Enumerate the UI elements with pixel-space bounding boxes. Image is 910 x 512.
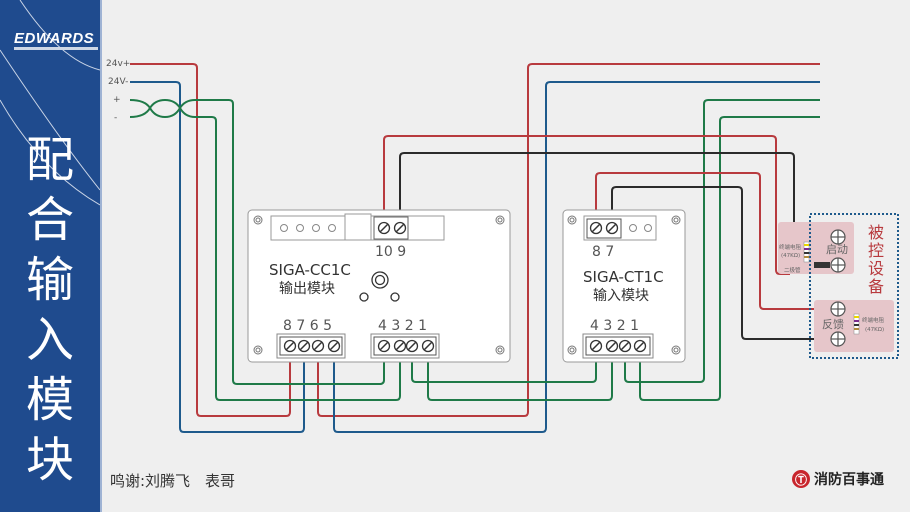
cc1c-top-terminal-labels: 10 9 [375, 244, 406, 260]
resistor-value-2: (47KΩ) [865, 327, 884, 333]
ct1c-model: SIGA-CT1C [583, 268, 664, 286]
ct1c-bottom-labels: 4 3 2 1 [590, 318, 639, 334]
title-char: 模 [25, 372, 74, 428]
fire-hydrant-icon: Ⓣ [792, 470, 810, 488]
resistor-label-1: 终端电阻 [779, 243, 802, 251]
cc1c-name: 输出模块 [279, 281, 335, 297]
title-char: 合 [25, 192, 74, 248]
label-signal-plus: + [113, 95, 121, 105]
sidebar-edge [100, 0, 102, 512]
resistor-value-1: (47KΩ) [781, 253, 800, 259]
label-24v-minus: 24V- [108, 77, 128, 87]
cc1c-bottom-right-labels: 4 3 2 1 [378, 318, 427, 334]
credit-text: 鸣谢:刘腾飞 表哥 [110, 472, 236, 490]
wire-ct1c-7 [611, 186, 832, 340]
wire-signal-twist-2 [129, 99, 401, 401]
feedback-label: 反馈 [822, 318, 844, 331]
wire-cc1c-10 [383, 135, 790, 275]
wire-24v-minus-right [333, 81, 820, 433]
vertical-title: 配 合 输 入 模 块 [0, 130, 100, 490]
ct1c-name: 输入模块 [593, 288, 649, 304]
sidebar: EDWARDS 配 合 输 入 模 块 [0, 0, 100, 512]
cc1c-bottom-left-labels: 8 7 6 5 [283, 318, 332, 334]
controlled-device: 启动 反馈 终端电阻 (47KΩ) 二极管 终端电阻 (47KΩ) 被 控 设 … [778, 213, 899, 359]
label-24v-plus: 24v+ [106, 59, 130, 69]
title-char: 输 [25, 252, 74, 308]
device-title-char: 被 [868, 223, 884, 242]
wire-cc1c-to-ct1c-1 [411, 358, 597, 383]
wire-ct1c-out-1 [624, 99, 820, 383]
start-label: 启动 [826, 243, 848, 256]
title-char: 配 [25, 132, 74, 188]
logo-underline [14, 47, 98, 50]
module-cc1c: 10 9 SIGA-CC1C 输出模块 8 7 6 5 4 3 2 1 [247, 209, 511, 363]
title-char: 块 [25, 432, 74, 488]
device-title-char: 备 [868, 277, 884, 296]
wire-cc1c-to-ct1c-2 [427, 358, 613, 401]
wire-24v-minus [130, 81, 305, 433]
module-ct1c: 8 7 SIGA-CT1C 输入模块 4 3 2 1 [562, 209, 686, 363]
edwards-logo: EDWARDS [4, 30, 100, 50]
brand-text: 消防百事通 [814, 472, 884, 488]
device-title-char: 控 [868, 241, 884, 260]
label-signal-minus: - [114, 113, 117, 123]
wire-signal-twist [129, 99, 385, 385]
device-title-char: 设 [868, 259, 884, 278]
wire-ct1c-8 [595, 172, 832, 310]
title-char: 入 [25, 312, 74, 368]
brand: Ⓣ 消防百事通 [792, 469, 884, 489]
wire-ct1c-out-2 [639, 116, 820, 401]
diode-label: 二极管 [784, 266, 801, 274]
resistor-label-2: 终端电阻 [862, 316, 885, 324]
ct1c-top-terminal-labels: 8 7 [592, 244, 614, 260]
cc1c-model: SIGA-CC1C [269, 261, 351, 279]
wire-24v-plus-right [317, 63, 820, 417]
wire-24v-plus [130, 63, 291, 417]
logo-text: EDWARDS [14, 30, 95, 47]
